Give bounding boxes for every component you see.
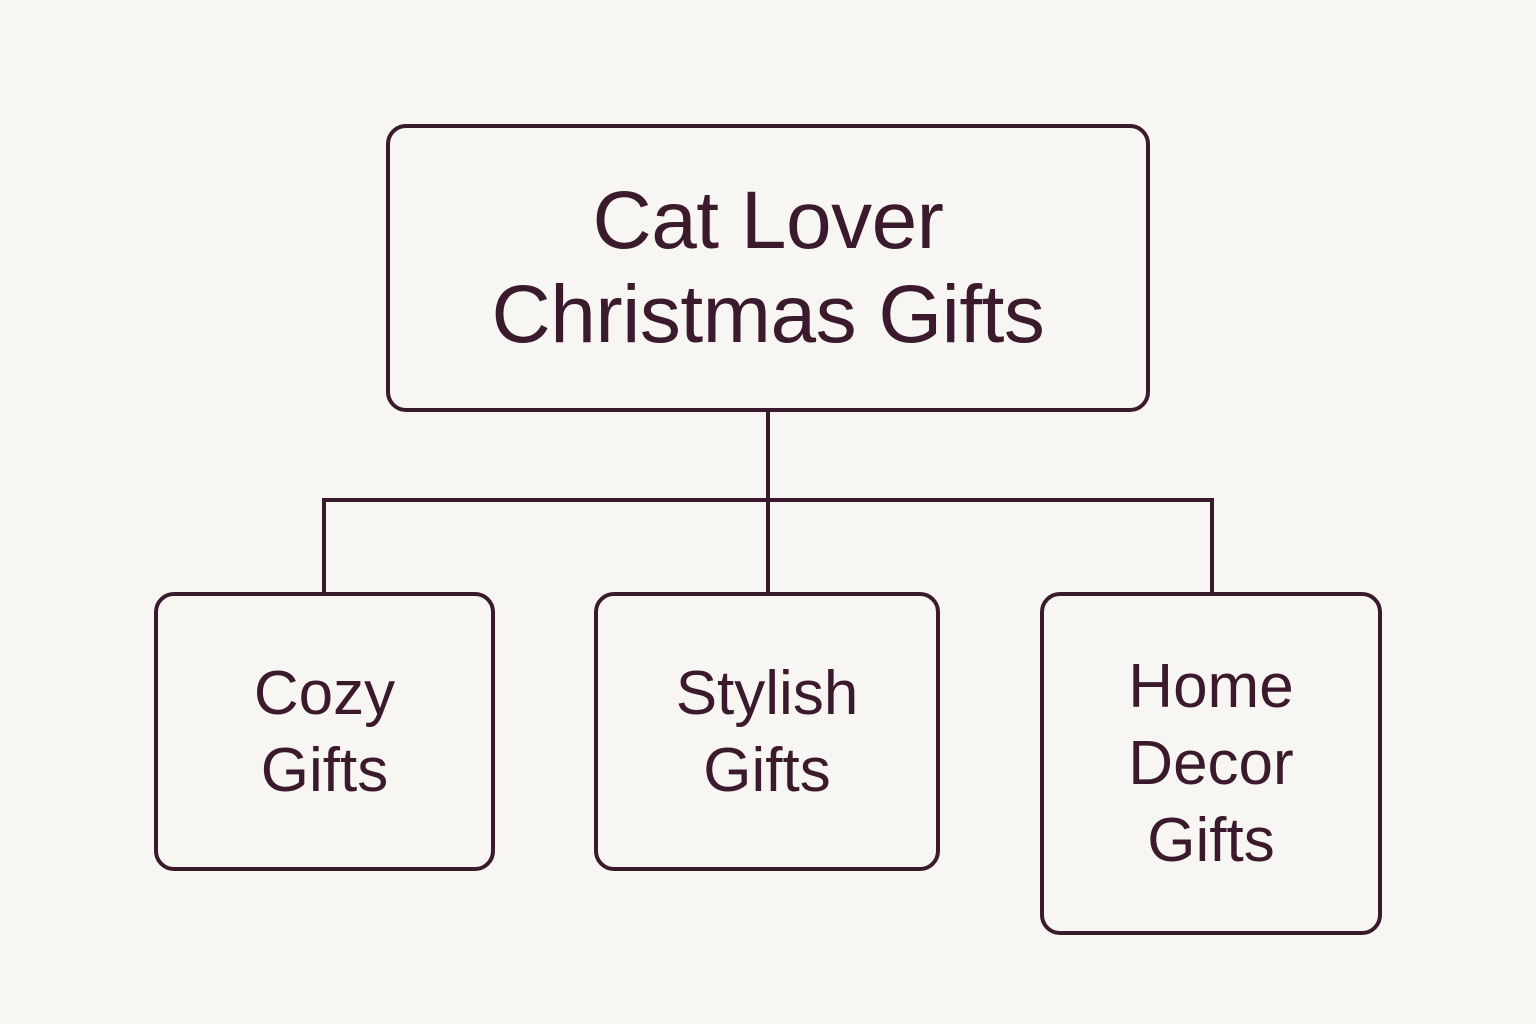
root-node: Cat Lover Christmas Gifts bbox=[386, 124, 1150, 412]
child-label-line: Gifts bbox=[1147, 806, 1275, 875]
child-label-line: Decor bbox=[1128, 729, 1294, 798]
child-node-stylish-gifts: Stylish Gifts bbox=[594, 592, 940, 871]
child-label-line: Gifts bbox=[703, 735, 831, 805]
child-node-label: Home Decor Gifts bbox=[1128, 648, 1293, 879]
child-label-line: Gifts bbox=[260, 735, 389, 805]
child-label-line: Home bbox=[1128, 652, 1294, 721]
child-node-home-decor-gifts: Home Decor Gifts bbox=[1040, 592, 1382, 935]
child-node-cozy-gifts: Cozy Gifts bbox=[154, 592, 495, 871]
child-label-line: Cozy bbox=[253, 658, 396, 728]
child-label-line: Stylish bbox=[675, 658, 859, 728]
root-label-line: Christmas Gifts bbox=[491, 269, 1045, 360]
root-label-line: Cat Lover bbox=[592, 175, 944, 266]
root-node-label: Cat Lover Christmas Gifts bbox=[492, 174, 1045, 362]
child-node-label: Cozy Gifts bbox=[254, 655, 395, 809]
child-node-label: Stylish Gifts bbox=[676, 655, 859, 809]
